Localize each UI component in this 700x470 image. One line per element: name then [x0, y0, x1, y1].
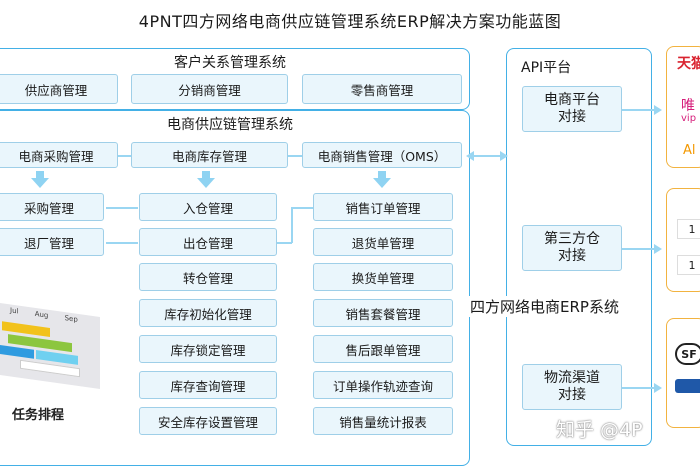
down-arrow-icon: [36, 171, 44, 178]
connector-line: [118, 155, 131, 157]
sales-item: 换货单管理: [313, 263, 453, 291]
sales-item: 售后跟单管理: [313, 335, 453, 363]
api-ecommerce: 电商平台 对接: [522, 86, 622, 132]
diagram-title: 4PNT四方网络电商供应链管理系统ERP解决方案功能蓝图: [138, 12, 562, 31]
arrow-head-right-icon: [654, 383, 662, 393]
warehouse-logo: 1: [677, 255, 700, 275]
inventory-item: 库存锁定管理: [139, 335, 277, 363]
warehouse-logo: 1: [677, 219, 700, 239]
connector-line: [291, 207, 313, 209]
scm-title: 电商供应链管理系统: [167, 117, 293, 133]
sf-express-logo: SF: [675, 343, 700, 365]
gantt-month: Jul: [10, 306, 19, 316]
sales-item: 销售套餐管理: [313, 299, 453, 327]
inventory-item: 出仓管理: [139, 228, 277, 256]
gantt-month: Sep: [64, 314, 78, 324]
down-arrow-icon: [31, 178, 49, 188]
down-arrow-icon: [378, 171, 386, 178]
connector-line: [622, 248, 658, 250]
api-ecommerce-label: 电商平台 对接: [544, 92, 600, 125]
crm-retailer: 零售商管理: [302, 74, 462, 104]
inventory-item: 安全库存设置管理: [139, 407, 277, 435]
connector-line: [106, 242, 138, 244]
connector-line: [106, 207, 138, 209]
connector-line: [622, 109, 658, 111]
inventory-item: 库存初始化管理: [139, 299, 277, 327]
module-inventory: 电商库存管理: [131, 142, 288, 168]
crm-supplier: 供应商管理: [0, 74, 118, 104]
api-title: API平台: [521, 60, 572, 76]
purchase-item: 采购管理: [0, 193, 104, 221]
purchase-item: 退厂管理: [0, 228, 104, 256]
crm-title: 客户关系管理系统: [174, 55, 286, 71]
inventory-item: 库存查询管理: [139, 371, 277, 399]
task-scheduling-label: 任务排程: [12, 408, 65, 423]
sales-item: 订单操作轨迹查询: [313, 371, 453, 399]
watermark: 知乎 @4P: [556, 419, 643, 441]
logistics-logo-icon: [675, 379, 700, 393]
double-arrow-icon: [470, 155, 506, 157]
sales-item: 销售量统计报表: [313, 407, 453, 435]
gantt-month: Aug: [34, 309, 49, 320]
warehouse-logo-text: 1: [688, 222, 696, 236]
sales-item: 销售订单管理: [313, 193, 453, 221]
warehouse-logo-text: 1: [688, 258, 696, 272]
erp-system-label: 四方网络电商ERP系统: [468, 296, 621, 317]
module-purchase: 电商采购管理: [0, 142, 118, 168]
sales-item: 退货单管理: [313, 228, 453, 256]
connector-line: [288, 155, 302, 157]
api-third-party-warehouse: 第三方仓 对接: [522, 225, 622, 271]
ali-logo-text: Al: [683, 143, 696, 158]
down-arrow-icon: [197, 178, 215, 188]
gantt-bar: [0, 344, 34, 359]
logistics-brands-box: SF: [666, 318, 700, 428]
vip-logo-sub: vip: [681, 113, 697, 124]
api-logistics: 物流渠道 对接: [522, 364, 622, 410]
api-warehouse-label: 第三方仓 对接: [544, 231, 600, 264]
inventory-item: 转仓管理: [139, 263, 277, 291]
ecommerce-brands-box: 天猫 唯 vip Al: [666, 46, 700, 168]
inventory-item: 入仓管理: [139, 193, 277, 221]
connector-line: [291, 207, 293, 243]
gantt-chart-image: Jul Aug Sep: [0, 302, 100, 390]
connector-line: [622, 387, 658, 389]
tmall-logo-text: 天猫: [677, 56, 700, 72]
arrow-head-left-icon: [466, 151, 474, 161]
down-arrow-icon: [202, 171, 210, 178]
warehouse-brands-box: 1 1: [666, 188, 700, 292]
crm-distributor: 分销商管理: [131, 74, 288, 104]
arrow-head-right-icon: [500, 151, 508, 161]
down-arrow-icon: [373, 178, 391, 188]
sf-logo-text: SF: [681, 347, 697, 361]
arrow-head-right-icon: [654, 105, 662, 115]
api-logistics-label: 物流渠道 对接: [544, 370, 600, 403]
module-sales: 电商销售管理（OMS）: [302, 142, 462, 168]
arrow-head-right-icon: [654, 244, 662, 254]
vip-logo-text: 唯: [681, 98, 695, 114]
connector-line: [277, 242, 292, 244]
